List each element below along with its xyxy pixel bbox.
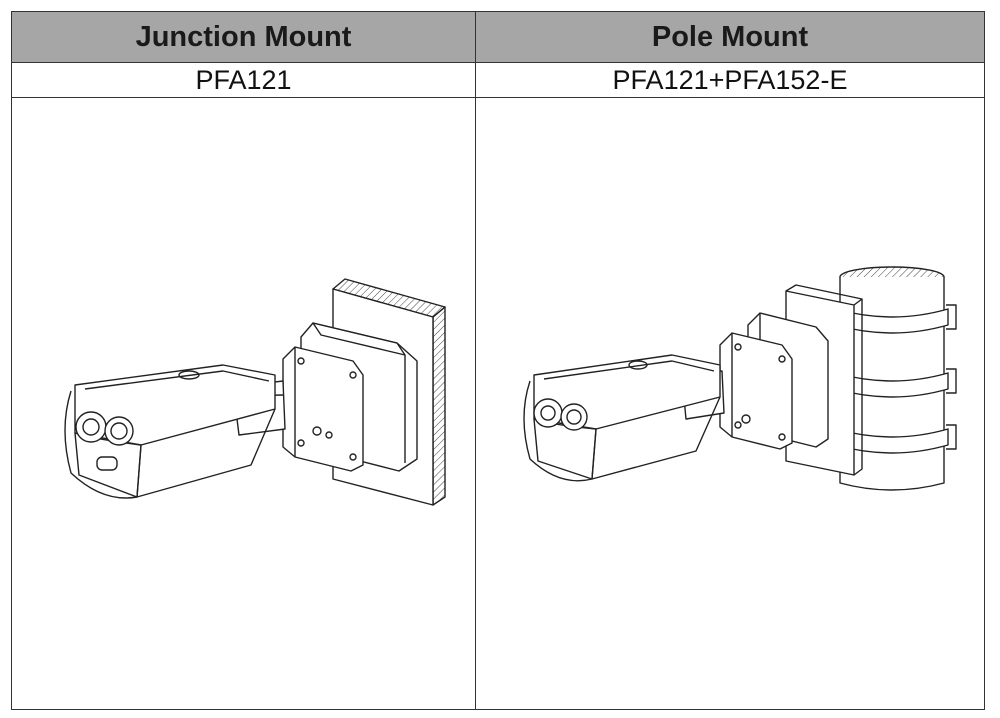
column-header-pole-mount: Pole Mount [476, 12, 984, 63]
figure-junction-mount [12, 98, 476, 709]
camera-pole-mount-illustration [523, 265, 957, 491]
column-header-junction-mount: Junction Mount [12, 12, 476, 63]
model-junction-mount: PFA121 [12, 63, 476, 98]
camera-junction-mount-illustration [63, 277, 446, 506]
figure-pole-mount [476, 98, 984, 709]
mount-comparison-table: Junction Mount Pole Mount PFA121 PFA121+… [11, 11, 985, 710]
model-pole-mount: PFA121+PFA152-E [476, 63, 984, 98]
